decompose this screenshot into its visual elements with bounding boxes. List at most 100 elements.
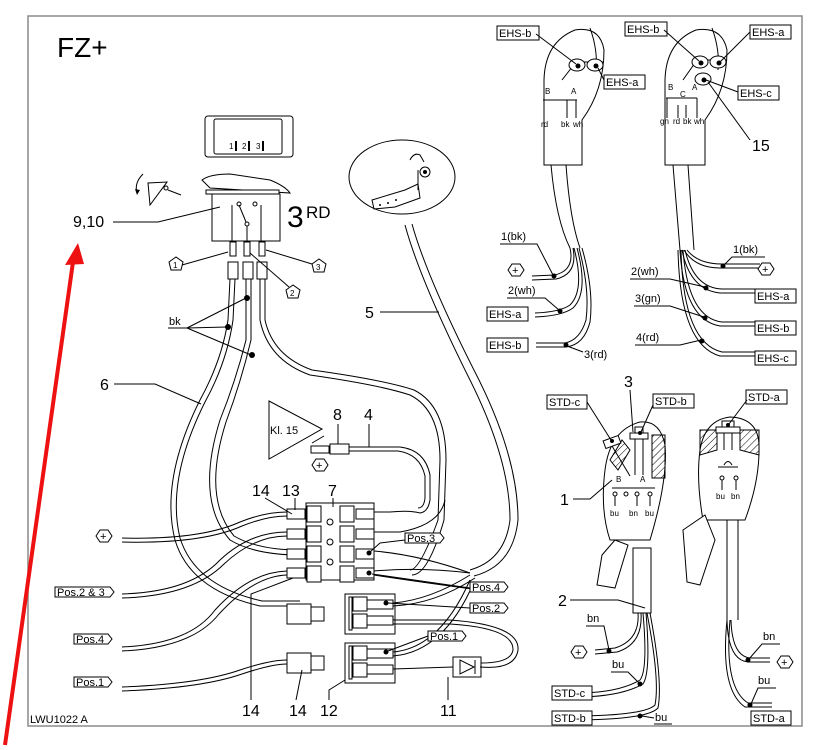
svg-text:Pos.1: Pos.1 — [430, 631, 458, 643]
plus-terminal-icon: + — [507, 263, 525, 277]
connector-8 — [310, 445, 330, 454]
harness-wires — [121, 499, 519, 692]
svg-text:1: 1 — [173, 261, 178, 270]
ehs-left-end-b: EHS-b — [486, 337, 529, 353]
ehs-right-end-b: EHS-b — [754, 320, 797, 336]
faceplate-pos-2: 2 — [242, 142, 247, 151]
pin-color: bn — [731, 492, 740, 501]
std-left-wires — [581, 612, 660, 721]
svg-text:Pos.4: Pos.4 — [76, 634, 104, 646]
svg-text:+: + — [100, 531, 106, 543]
pos-tag-pos1-right: Pos.1 — [387, 630, 467, 652]
svg-text:EHS-a: EHS-a — [489, 309, 522, 321]
svg-text:EHS-a: EHS-a — [752, 27, 785, 39]
ehs-left-label-b: EHS-b — [496, 25, 577, 65]
svg-text:2: 2 — [290, 289, 295, 298]
svg-text:Pos.3: Pos.3 — [407, 533, 435, 545]
ehs-left-wires — [531, 247, 592, 348]
pin-color: bu — [610, 509, 619, 518]
connector-block-7 — [286, 502, 375, 583]
svg-text:EHS-c: EHS-c — [757, 353, 789, 365]
svg-text:STD-b: STD-b — [554, 713, 586, 725]
std-right-label-a: STD-a — [728, 389, 788, 425]
std-left-wire-bu: bu — [612, 659, 624, 671]
faceplate-pos-1: 1 — [229, 142, 234, 151]
std-right-end-a: STD-a — [750, 710, 792, 726]
switch-letter: B — [616, 475, 621, 484]
pos-tag-pos2: Pos.2 — [387, 602, 509, 615]
ehs-left-wire-1: 1(bk) — [501, 231, 526, 243]
pin-color: bk — [561, 120, 570, 129]
switch-letter: A — [640, 475, 646, 484]
callout-14: 14 — [289, 703, 307, 720]
svg-text:+: + — [316, 460, 322, 472]
terminal-tag-1: 1 — [168, 251, 229, 271]
callout-9-10: 9,10 — [73, 214, 104, 231]
std-left-wire-bn: bn — [587, 613, 599, 625]
pos-tag-pos23: Pos.2 & 3 — [54, 586, 115, 599]
svg-text:EHS-b: EHS-b — [627, 24, 659, 36]
std-right-wire-bn: bn — [763, 631, 775, 643]
switch-letter: B — [668, 83, 673, 92]
cable-5 — [404, 223, 519, 577]
connector-12 — [286, 642, 396, 684]
callout-3: 3 — [624, 374, 633, 391]
ehs-right-end-a: EHS-a — [754, 288, 797, 304]
ehs-right-wire-3: 3(gn) — [635, 293, 661, 305]
kl15-terminal-symbol: Kl. 15 — [268, 400, 324, 460]
ehs-right-label-b: EHS-b — [624, 21, 700, 62]
callout-12: 12 — [320, 703, 338, 720]
ehs-left-wire-3: 3(rd) — [584, 349, 607, 361]
svg-text:+: + — [781, 657, 787, 669]
pos-tag-pos3: Pos.3 — [369, 532, 445, 553]
svg-text:Pos.2: Pos.2 — [472, 603, 500, 615]
svg-text:STD-c: STD-c — [554, 688, 586, 700]
std-left-label-c: STD-c — [546, 394, 612, 441]
rotation-symbol-icon — [135, 173, 182, 207]
svg-text:STD-a: STD-a — [753, 713, 786, 725]
callout-5: 5 — [365, 305, 374, 322]
svg-text:Pos.2 & 3: Pos.2 & 3 — [57, 587, 105, 599]
wire-marker — [244, 295, 250, 301]
pin-color: rd — [673, 117, 680, 126]
ehs-right-label-c: EHS-c — [705, 79, 780, 101]
svg-text:EHS-a: EHS-a — [757, 291, 790, 303]
plus-terminal-icon: + — [95, 529, 113, 543]
std-handle-left: B A bu bn bu — [596, 421, 666, 614]
ehs-left-end-a: EHS-a — [486, 306, 529, 322]
pin-color: wh — [572, 120, 583, 129]
svg-text:Kl. 15: Kl. 15 — [270, 425, 298, 437]
svg-text:EHS-b: EHS-b — [489, 340, 521, 352]
pin-color: bk — [683, 117, 692, 126]
callout-1: 1 — [560, 492, 569, 509]
ehs-left-wire-2: 2(wh) — [508, 285, 536, 297]
svg-text:EHS-a: EHS-a — [606, 77, 639, 89]
pin-color: bn — [629, 509, 638, 518]
svg-text:+: + — [575, 647, 581, 659]
svg-text:STD-b: STD-b — [655, 396, 687, 408]
pin-color: bu — [716, 492, 725, 501]
switch-type-sup: RD — [306, 203, 331, 222]
svg-text:+: + — [762, 264, 768, 276]
svg-text:EHS-b: EHS-b — [499, 28, 531, 40]
faceplate-pos-3: 3 — [256, 142, 261, 151]
callout-4: 4 — [364, 407, 373, 424]
svg-text:EHS-b: EHS-b — [757, 323, 789, 335]
bracket-inset — [348, 139, 456, 215]
ehs-right-wires — [677, 249, 760, 357]
svg-text:Pos.4: Pos.4 — [472, 582, 500, 594]
plus-terminal-icon: + — [757, 262, 775, 276]
std-left-end-c: STD-c — [551, 685, 593, 701]
terminal-tag-2: 2 — [249, 252, 301, 299]
callout-7: 7 — [328, 483, 337, 500]
switch-letter: B — [545, 87, 550, 96]
drawing-frame — [27, 15, 803, 727]
connector-pair-upper — [286, 593, 396, 635]
ehs-right-label-a: EHS-a — [719, 24, 792, 63]
connector-8-housing — [329, 443, 350, 455]
pin-color: gn — [660, 117, 669, 126]
ehs-right-end-c: EHS-c — [754, 350, 797, 366]
pos-tag-pos4-left: Pos.4 — [73, 633, 113, 646]
svg-text:STD-c: STD-c — [549, 397, 581, 409]
